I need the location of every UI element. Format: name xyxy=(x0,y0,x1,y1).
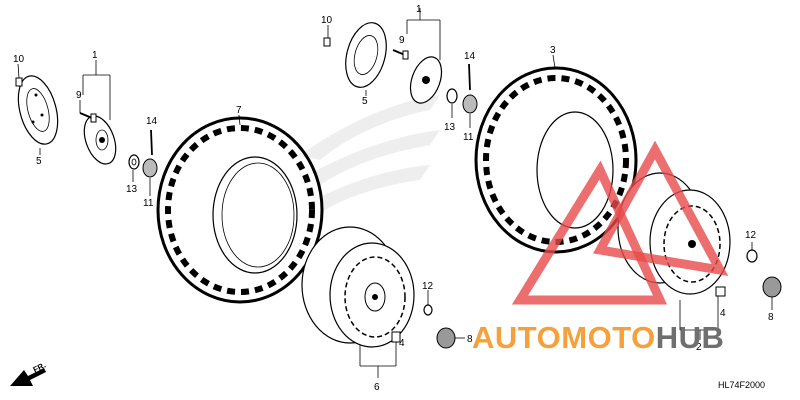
callout-12-right: 12 xyxy=(745,230,757,241)
tire-front-left xyxy=(156,116,324,304)
callout-8-center: 8 xyxy=(467,334,473,345)
callout-14-left: 14 xyxy=(146,116,158,127)
svg-text:AUTOMOTOHUB: AUTOMOTOHUB xyxy=(472,320,724,355)
brake-disc-left xyxy=(17,75,59,145)
washer-13-right xyxy=(446,88,458,104)
callout-labels: 10 1 9 5 14 13 11 7 10 1 9 5 14 13 11 3 … xyxy=(13,4,774,393)
callout-5-right: 5 xyxy=(362,96,368,107)
callout-4-right: 4 xyxy=(720,308,726,319)
bolt-10-left xyxy=(15,77,23,87)
watermark-hub: HUB xyxy=(656,320,725,355)
nut-12-center xyxy=(423,304,433,316)
cotter-pin-14-right xyxy=(468,63,471,91)
nut-11-left xyxy=(142,158,158,178)
callout-13-right: 13 xyxy=(444,122,456,133)
callout-11-left: 11 xyxy=(143,198,154,209)
bolt-10-right xyxy=(323,37,331,47)
cotter-pin-14-left xyxy=(150,129,153,156)
cap-8-center xyxy=(436,327,456,349)
bolt-9-right xyxy=(392,49,409,60)
callout-14-right: 14 xyxy=(464,51,476,62)
callout-2: 2 xyxy=(696,342,702,353)
nut-12-right xyxy=(746,249,758,263)
callout-9-left: 9 xyxy=(76,90,82,101)
watermark-moto: MOTO xyxy=(561,320,655,355)
callout-11-right: 11 xyxy=(463,132,474,143)
leader-lines xyxy=(17,8,773,378)
callout-13-left: 13 xyxy=(126,184,138,195)
washer-13-left xyxy=(128,154,140,170)
cap-8-right xyxy=(762,276,782,298)
callout-7: 7 xyxy=(236,105,242,116)
wheel-front xyxy=(301,226,415,348)
automotohub-watermark: AUTOMOTOHUB xyxy=(472,140,729,355)
watermark-auto: AUTO xyxy=(472,320,561,355)
callout-10-right: 10 xyxy=(321,15,333,26)
callout-1-right: 1 xyxy=(416,4,422,15)
callout-3: 3 xyxy=(550,45,556,56)
nut-11-right xyxy=(462,94,478,114)
honda-wing-logo xyxy=(300,95,440,210)
callout-1-left: 1 xyxy=(92,50,98,61)
callout-8-right: 8 xyxy=(768,312,774,323)
callout-6: 6 xyxy=(374,382,380,393)
bolt-9-left xyxy=(79,112,97,123)
callout-10-left: 10 xyxy=(13,54,25,65)
diagram-code: HL74F2000 xyxy=(718,380,766,390)
front-direction-arrow-icon xyxy=(10,368,46,386)
callout-5-left: 5 xyxy=(36,156,42,167)
callout-12-center: 12 xyxy=(422,281,434,292)
brake-disc-right xyxy=(345,22,387,88)
hub-right xyxy=(409,56,443,104)
hub-left xyxy=(83,115,117,165)
callout-9-right: 9 xyxy=(399,35,405,46)
valve-4-right xyxy=(715,286,726,297)
callout-4-center: 4 xyxy=(399,338,405,349)
